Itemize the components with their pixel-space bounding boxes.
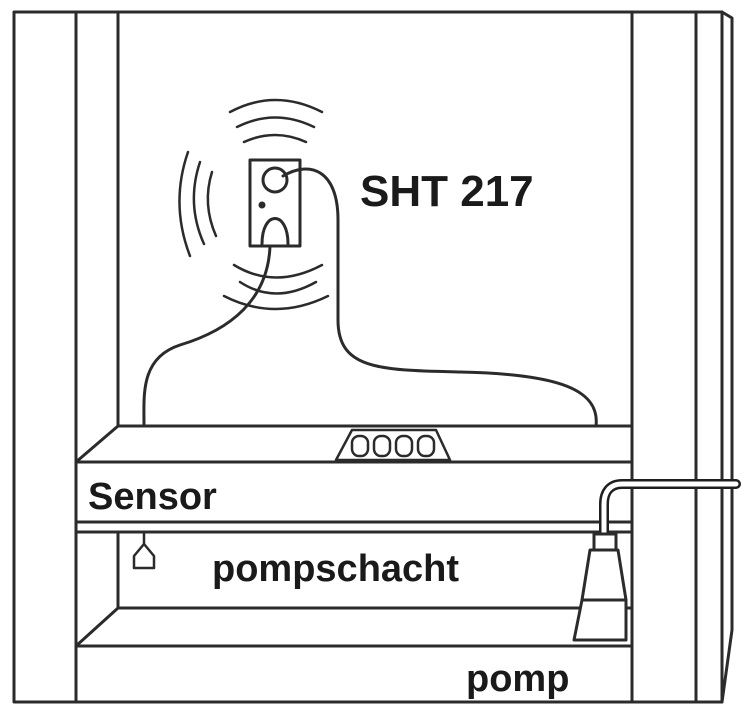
device-cable <box>142 167 598 428</box>
signal-waves-icon <box>178 98 330 311</box>
drain-grate <box>334 428 452 462</box>
pump-icon <box>572 479 741 642</box>
alarm-device <box>248 158 302 248</box>
cabinet-frame <box>12 10 734 704</box>
pump-pit-label: pompschacht <box>212 548 460 590</box>
device-label: SHT 217 <box>360 167 534 216</box>
pump-label: pomp <box>466 658 570 700</box>
sensor-label: Sensor <box>88 476 217 518</box>
lower-shelf <box>74 606 634 648</box>
float-sensor-icon <box>132 530 156 570</box>
upper-shelf <box>74 424 634 534</box>
